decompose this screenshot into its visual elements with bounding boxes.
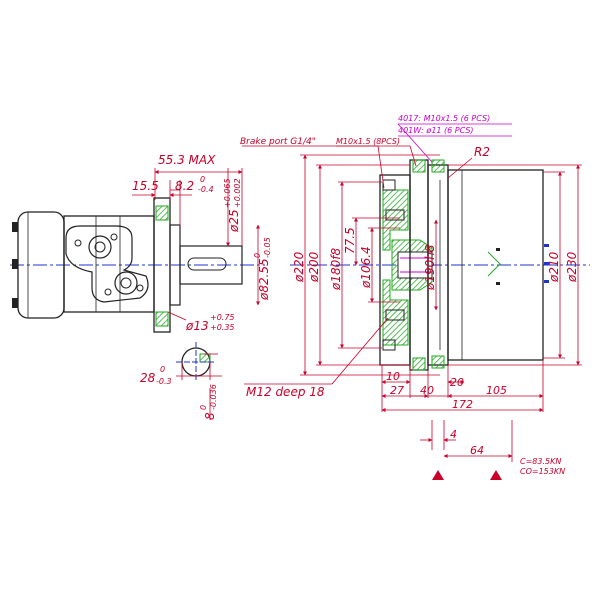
shaft-key	[187, 257, 227, 271]
dim-8-2-upper: 0	[200, 175, 205, 184]
gearbox-section-view: Brake port G1/4" M10x1.5 (8PCS) 4017: M1…	[240, 114, 590, 480]
dim-8-upper: 0	[199, 405, 208, 410]
dim-230: ø230	[565, 251, 579, 283]
right-dimensions	[242, 123, 582, 462]
dim-27: 27	[390, 384, 404, 397]
m10-8pcs-label: M10x1.5 (8PCS)	[336, 137, 400, 146]
port-a-icon	[88, 235, 112, 259]
note-4017: 4017: M10x1.5 (6 PCS)	[398, 114, 490, 123]
gearbox-housing	[447, 169, 544, 361]
dim-40: 40	[420, 384, 434, 397]
note-401w: 401W: ø11 (6 PCS)	[398, 126, 474, 135]
dim-190: ø190h8	[423, 244, 437, 291]
dim-28-upper: 0	[160, 365, 165, 374]
load-rating-co: CO=153KN	[520, 467, 565, 476]
dim-106-4: ø106.4	[359, 246, 373, 289]
dim-200: ø200	[307, 251, 321, 283]
dim-13: ø13	[185, 319, 209, 333]
dim-13-upper: +0.75	[210, 313, 235, 322]
dim-180: ø180f8	[329, 248, 343, 291]
dim-25-upper: +0.065	[223, 178, 232, 208]
dim-28: 28	[140, 371, 156, 385]
dim-28-lower: -0.3	[156, 377, 172, 386]
dim-8-2-lower: -0.4	[198, 185, 214, 194]
dim-8: 8	[203, 412, 217, 420]
dim-25-lower: +0.002	[233, 178, 242, 208]
inner-shaft-bore	[397, 251, 433, 279]
port-b-icon	[114, 271, 138, 295]
dim-77-5: 77.5	[343, 227, 357, 254]
r2-label: R2	[474, 145, 490, 159]
dim-8-lower: -0.036	[209, 384, 218, 410]
dim-10: 10	[386, 370, 400, 383]
rotation-arrow-icon	[487, 251, 501, 277]
dim-8-2: 8.2	[175, 179, 194, 193]
port-block	[65, 225, 149, 303]
dim-55-3-max: 55.3 MAX	[158, 153, 216, 167]
motor-side-view: 55.3 MAX 15.5 8.2 0 -0.4 ø25 +0.065 +0.0…	[10, 153, 272, 420]
dim-4: 4	[450, 428, 457, 441]
dim-13-lower: +0.35	[210, 323, 235, 332]
dim-82-55-upper: 0	[253, 253, 262, 258]
dim-82-55-lower: -0.05	[263, 237, 272, 258]
dim-210: ø210	[547, 251, 561, 283]
rear-bolt-icons	[12, 222, 18, 308]
load-rating-c: C=83.5KN	[520, 457, 561, 466]
dim-25: ø25	[227, 209, 241, 233]
m12-deep-label: M12 deep 18	[246, 385, 325, 399]
dim-220: ø220	[292, 251, 306, 283]
dim-20: 20	[450, 376, 464, 389]
section-marker-icons	[432, 470, 502, 480]
housing-mark-icons	[496, 244, 549, 285]
dim-172: 172	[452, 398, 473, 411]
flange-bolt-icons	[382, 179, 405, 351]
motor-shaft	[179, 245, 243, 285]
dim-64: 64	[470, 444, 484, 457]
left-dimensions	[132, 168, 260, 420]
dim-82-55: ø82.55	[257, 258, 271, 301]
dim-105: 105	[486, 384, 507, 397]
dim-15-5: 15.5	[132, 179, 159, 193]
brake-port-label: Brake port G1/4"	[240, 137, 316, 147]
